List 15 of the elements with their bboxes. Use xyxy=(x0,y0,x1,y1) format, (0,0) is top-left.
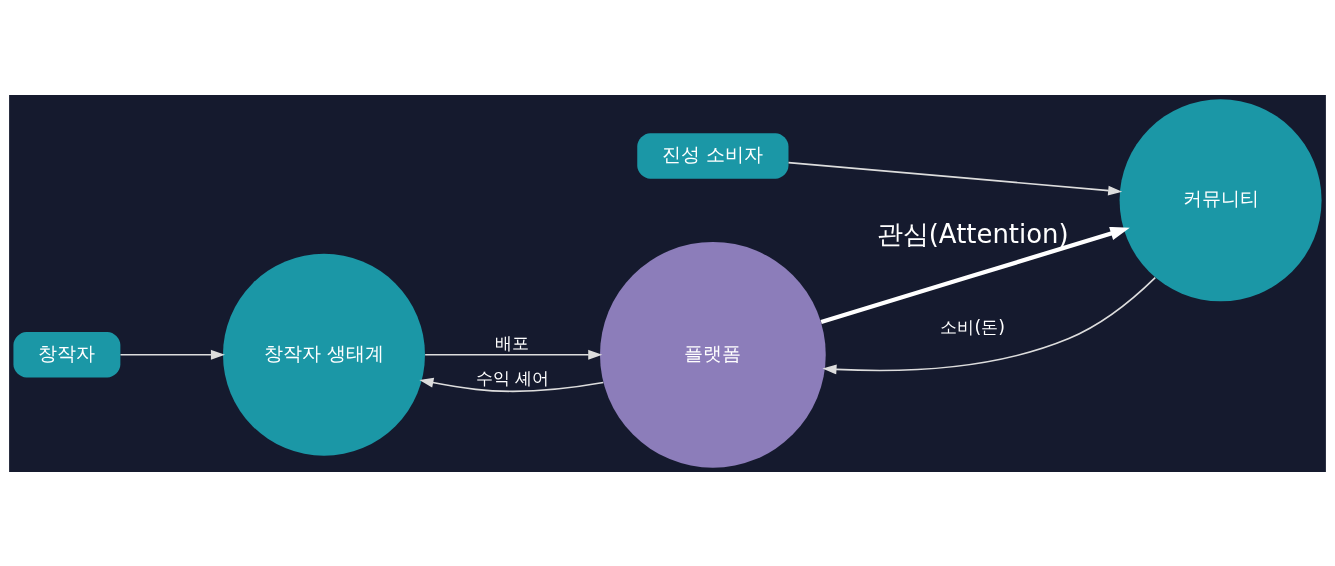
arrow xyxy=(820,226,1130,324)
arrow xyxy=(787,161,1123,195)
node-box: 창작자 xyxy=(13,331,121,377)
edge-label: 수익 셰어 xyxy=(475,367,550,388)
node-box: 진성 소비자 xyxy=(637,132,789,179)
arrow xyxy=(424,349,603,360)
edge-label: 관심(Attention) xyxy=(876,218,1069,249)
arrow xyxy=(119,349,225,360)
node-circle: 커뮤니티 xyxy=(1119,98,1322,301)
node-circle: 플랫폼 xyxy=(600,241,826,468)
arrow xyxy=(822,276,1157,374)
node-circle: 창작자 생태계 xyxy=(223,253,425,456)
edge-label: 소비(돈) xyxy=(940,316,1005,337)
edge-label: 배포 xyxy=(495,332,530,353)
arrow xyxy=(419,377,605,392)
